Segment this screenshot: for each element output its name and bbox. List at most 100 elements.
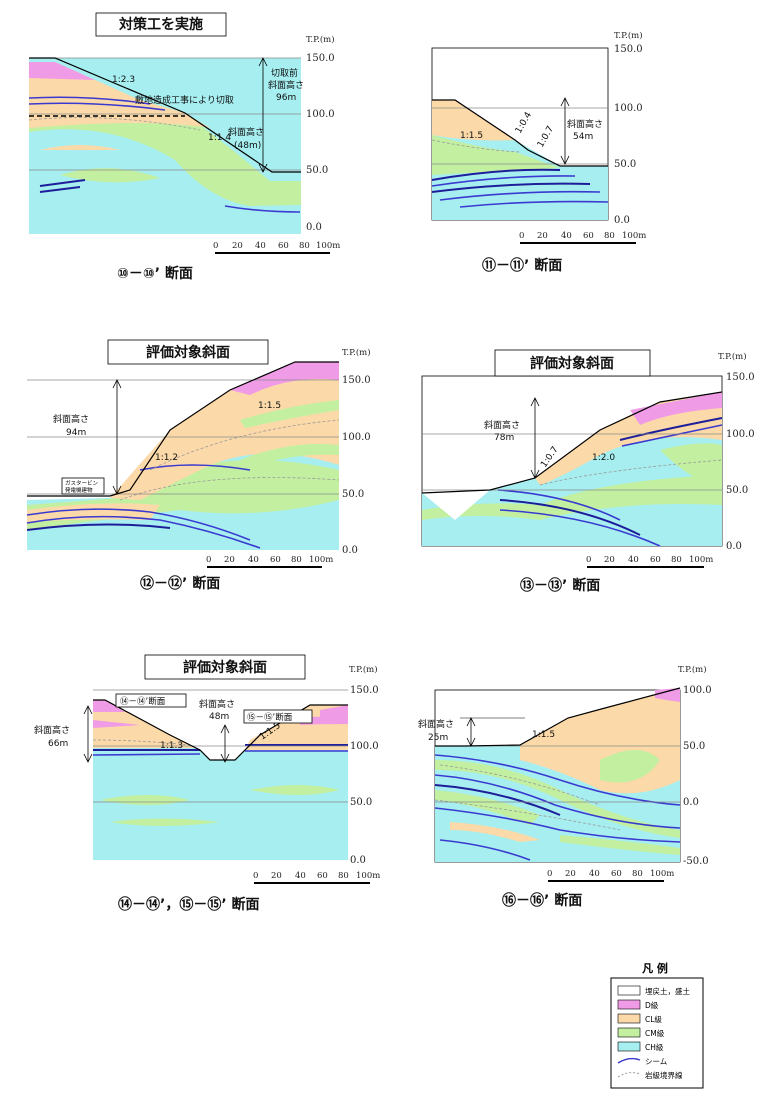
legend-swatch bbox=[617, 1013, 641, 1024]
scale-bar: 0 20 40 60 80 100m bbox=[253, 871, 380, 884]
section-title-box bbox=[494, 349, 651, 377]
slope-ratio: 1:1.4 bbox=[208, 133, 231, 143]
svg-text:40: 40 bbox=[255, 241, 266, 251]
height-value: 54m bbox=[573, 132, 593, 142]
y-tick: 100.0 bbox=[350, 741, 379, 752]
svg-text:80: 80 bbox=[632, 869, 643, 879]
svg-text:60: 60 bbox=[270, 555, 281, 565]
height-label: 斜面高さ bbox=[199, 698, 235, 710]
d-class-zone bbox=[230, 362, 339, 395]
height-label: 斜面高さ bbox=[418, 718, 454, 730]
svg-text:20: 20 bbox=[271, 871, 282, 881]
legend-label: CL級 bbox=[645, 1014, 662, 1024]
svg-text:40: 40 bbox=[561, 231, 572, 241]
slope-ratio: 1:2.3 bbox=[112, 75, 135, 85]
svg-text:60: 60 bbox=[650, 555, 661, 565]
legend-swatch bbox=[617, 985, 641, 996]
legend-swatch bbox=[617, 1057, 641, 1064]
slope-ratio: 1:1.2 bbox=[155, 453, 178, 463]
svg-text:80: 80 bbox=[291, 555, 302, 565]
height-value: 78m bbox=[494, 433, 514, 443]
section-title-box bbox=[144, 654, 306, 680]
y-tick: 150.0 bbox=[614, 44, 643, 55]
d-class-zone bbox=[630, 392, 722, 425]
svg-text:0: 0 bbox=[547, 869, 552, 879]
svg-text:100m: 100m bbox=[309, 555, 333, 565]
svg-text:60: 60 bbox=[611, 869, 622, 879]
y-tick: 50.0 bbox=[350, 797, 372, 808]
axis-unit-label: T.P.(m) bbox=[678, 664, 707, 675]
svg-text:20: 20 bbox=[565, 869, 576, 879]
legend-label: CM級 bbox=[645, 1028, 665, 1038]
height-label: 斜面高さ bbox=[268, 79, 304, 91]
y-tick: 150.0 bbox=[726, 372, 755, 383]
y-tick: 150.0 bbox=[350, 685, 379, 696]
svg-text:20: 20 bbox=[537, 231, 548, 241]
y-tick: 100.0 bbox=[683, 685, 712, 696]
axis-unit-label: T.P.(m) bbox=[342, 347, 371, 358]
slope-ratio: 1:1.3 bbox=[160, 741, 183, 751]
height-value: 48m bbox=[209, 712, 229, 722]
y-tick: 150.0 bbox=[342, 375, 371, 386]
svg-text:60: 60 bbox=[278, 241, 289, 251]
y-tick: 50.0 bbox=[683, 741, 705, 752]
section-caption: ⑬－⑬’ 断面 bbox=[520, 577, 600, 594]
height-label: 斜面高さ bbox=[34, 724, 70, 736]
slope-ratio: 1:1.5 bbox=[460, 131, 483, 141]
svg-text:80: 80 bbox=[338, 871, 349, 881]
y-tick: 0.0 bbox=[306, 222, 322, 233]
height-value: (48m) bbox=[234, 141, 261, 151]
svg-text:40: 40 bbox=[295, 871, 306, 881]
building-label: 発電機建物 bbox=[65, 486, 93, 494]
scale-bar: 0 20 40 60 80 100m bbox=[213, 241, 340, 254]
scale-bar: 0 20 40 60 80 100m bbox=[547, 869, 674, 882]
height-value: 25m bbox=[428, 733, 448, 743]
y-tick: 50.0 bbox=[614, 159, 636, 170]
legend-swatch bbox=[617, 1072, 641, 1078]
section-title: 評価対象斜面 bbox=[530, 355, 614, 372]
cut-note: 敷地造成工事により切取 bbox=[135, 94, 234, 106]
section-caption: ⑩－⑩’ 断面 bbox=[117, 265, 193, 282]
svg-text:0: 0 bbox=[586, 555, 591, 565]
section-14-15-panel: T.P.(m) 150.0 100.0 50.0 0.0 1:1.3 1:1.5… bbox=[34, 654, 380, 913]
svg-text:0: 0 bbox=[519, 231, 524, 241]
svg-text:0: 0 bbox=[206, 555, 211, 565]
svg-text:60: 60 bbox=[583, 231, 594, 241]
building-box bbox=[61, 477, 105, 495]
svg-text:100m: 100m bbox=[622, 231, 646, 241]
height-label: 斜面高さ bbox=[228, 126, 264, 138]
y-tick: 0.0 bbox=[726, 541, 742, 552]
height-label: 斜面高さ bbox=[53, 413, 89, 425]
slope-ratio: 1:1.5 bbox=[532, 730, 555, 740]
legend-label: 岩級境界線 bbox=[645, 1070, 683, 1080]
section-label-box bbox=[115, 693, 187, 708]
section-label: ⑭－⑭’断面 bbox=[120, 696, 166, 707]
section-caption: ⑪－⑪’ 断面 bbox=[482, 257, 562, 274]
y-tick: 100.0 bbox=[342, 432, 371, 443]
legend-swatch bbox=[617, 1027, 641, 1038]
cm-class-zone bbox=[600, 750, 660, 783]
slope-ratio: 1:2.0 bbox=[592, 453, 615, 463]
svg-text:60: 60 bbox=[317, 871, 328, 881]
y-tick: 50.0 bbox=[726, 485, 748, 496]
section-caption: ⑫－⑫’ 断面 bbox=[140, 575, 220, 592]
svg-text:20: 20 bbox=[604, 555, 615, 565]
section-13-panel: T.P.(m) 150.0 100.0 50.0 0.0 1:0.7 1:2.0… bbox=[421, 349, 755, 594]
section-title-box bbox=[107, 339, 269, 365]
y-tick: 50.0 bbox=[306, 165, 328, 176]
legend-swatch bbox=[617, 999, 641, 1010]
svg-text:20: 20 bbox=[232, 241, 243, 251]
svg-text:0: 0 bbox=[213, 241, 218, 251]
height-label: 斜面高さ bbox=[484, 419, 520, 431]
svg-text:40: 40 bbox=[248, 555, 259, 565]
svg-text:80: 80 bbox=[671, 555, 682, 565]
legend-label: CH級 bbox=[645, 1042, 664, 1052]
scale-bar: 0 20 40 60 80 100m bbox=[519, 231, 646, 244]
cm-class-zone bbox=[432, 135, 560, 175]
legend-label: 埋戻土，盛土 bbox=[645, 986, 690, 996]
section-label: ⑮－⑮’断面 bbox=[247, 712, 293, 723]
svg-text:100m: 100m bbox=[689, 555, 713, 565]
cl-class-zone bbox=[432, 100, 515, 141]
y-tick: 150.0 bbox=[306, 53, 335, 64]
